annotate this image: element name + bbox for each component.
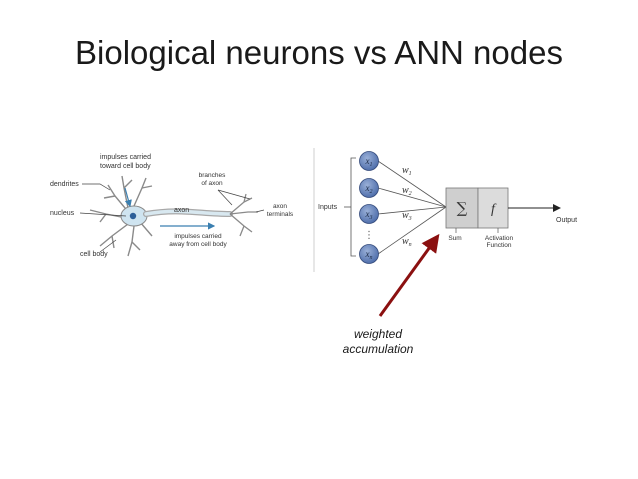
label-branches-2: of axon bbox=[201, 180, 223, 187]
sum-label: Sum bbox=[448, 235, 461, 242]
label-impulses-in-1: impulses carried bbox=[100, 154, 151, 161]
inputs-label: Inputs bbox=[318, 204, 338, 211]
inputs-bracket bbox=[350, 157, 356, 257]
input-node: x3 bbox=[359, 204, 379, 224]
svg-text:x2: x2 bbox=[365, 183, 373, 195]
activation-label-1: Activation bbox=[485, 235, 514, 242]
activation-symbol: f bbox=[491, 202, 497, 217]
nucleus-shape bbox=[129, 212, 137, 220]
weight-label: wn bbox=[402, 236, 412, 248]
activation-label-2: Function bbox=[487, 242, 512, 249]
activation-box bbox=[477, 187, 509, 229]
impulse-in-arrow bbox=[124, 187, 132, 208]
output-label: Output bbox=[556, 217, 577, 224]
svg-text:x1: x1 bbox=[365, 156, 373, 168]
sum-box bbox=[445, 187, 479, 229]
label-branches-1: branches bbox=[199, 172, 226, 179]
label-axon: axon bbox=[174, 207, 189, 214]
weight-label: w3 bbox=[402, 210, 412, 222]
label-impulses-in-2: toward cell body bbox=[100, 163, 151, 170]
annotation-line-1: weighted bbox=[354, 327, 402, 341]
label-dendrites: dendrites bbox=[50, 181, 79, 188]
label-impulses-out-2: away from cell body bbox=[169, 241, 227, 248]
annotation-arrow bbox=[378, 233, 440, 317]
label-axon-terminals-2: terminals bbox=[267, 211, 294, 218]
label-nucleus: nucleus bbox=[50, 210, 75, 217]
slide-title: Biological neurons vs ANN nodes bbox=[75, 34, 563, 71]
input-node: x2 bbox=[359, 178, 379, 198]
svg-text:xn: xn bbox=[365, 249, 373, 261]
weight-label: w1 bbox=[402, 165, 412, 177]
ann-diagram: Inputs x1 x2 x3 ⋮ xn w1 w2 w3 wn bbox=[318, 151, 577, 264]
neuron-illustration: impulses carried toward cell body branch… bbox=[50, 154, 294, 258]
svg-text:x3: x3 bbox=[365, 209, 373, 221]
weight-label: w2 bbox=[402, 185, 412, 197]
annotation-line-2: accumulation bbox=[343, 342, 414, 356]
sum-symbol: ∑ bbox=[457, 199, 468, 217]
label-impulses-out-1: impulses carried bbox=[174, 233, 222, 240]
input-node: x1 bbox=[359, 151, 379, 171]
nodes-ellipsis: ⋮ bbox=[364, 230, 374, 241]
input-node: xn bbox=[359, 244, 379, 264]
axon-terminals-shape bbox=[229, 193, 258, 237]
label-cell-body: cell body bbox=[80, 251, 108, 258]
label-axon-terminals-1: axon bbox=[273, 203, 287, 210]
